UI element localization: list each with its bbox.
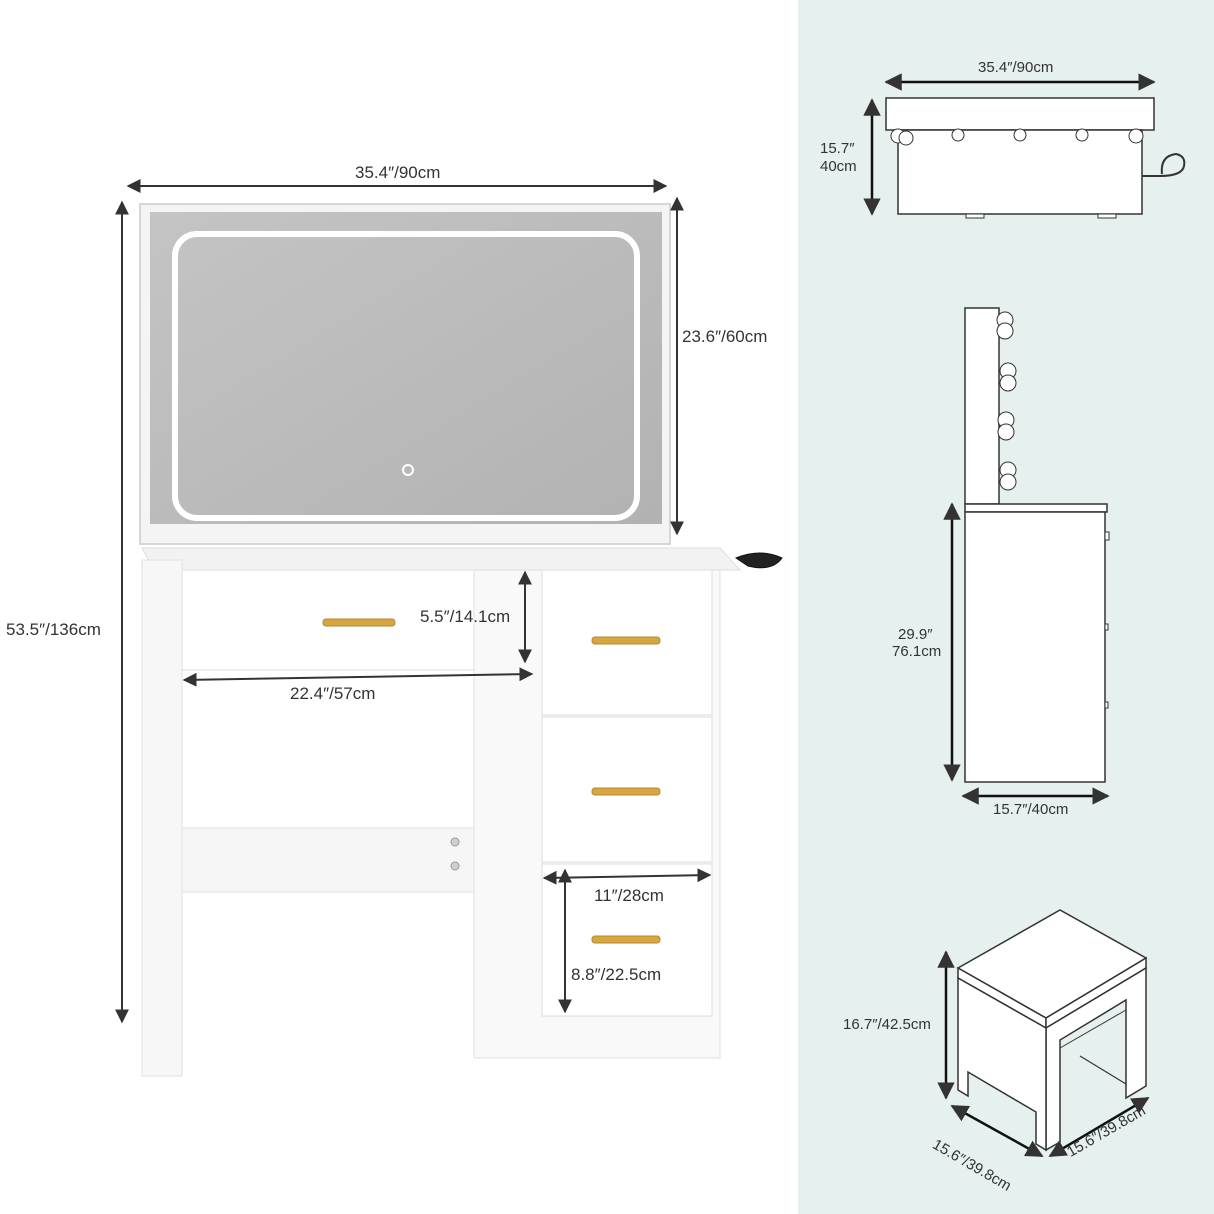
drawer-height-top-label: 5.5″/14.1cm xyxy=(420,607,511,626)
drawer-height-bottom-label: 8.8″/22.5cm xyxy=(571,965,662,984)
drawer-handle xyxy=(322,618,396,627)
drawer-handle xyxy=(591,787,661,796)
mirror-glass xyxy=(150,212,662,524)
vanity-width-label: 35.4″/90cm xyxy=(355,163,441,182)
stool-height-label: 16.7″/42.5cm xyxy=(843,1016,931,1033)
top-view xyxy=(863,73,1186,219)
drawer-handle xyxy=(591,935,661,944)
screw xyxy=(450,861,460,871)
left-leg xyxy=(141,559,183,1077)
side-height-in-label: 29.9″ xyxy=(898,626,933,643)
top-view-width-label: 35.4″/90cm xyxy=(978,59,1054,76)
side-hook xyxy=(734,552,783,569)
front-dimension-lines xyxy=(115,179,712,1024)
top-view-depth-cm-label: 40cm xyxy=(820,158,857,175)
mirror-height-label: 23.6″/60cm xyxy=(682,327,768,346)
total-height-label: 53.5″/136cm xyxy=(6,620,101,639)
led-light-strip xyxy=(172,231,640,521)
stool-view xyxy=(937,909,1150,1158)
drawer-handle xyxy=(591,636,661,645)
side-view xyxy=(943,307,1110,805)
drawer-width-label: 11″/28cm xyxy=(594,886,664,905)
support-bar xyxy=(181,827,475,893)
screw xyxy=(450,837,460,847)
top-view-depth-in-label: 15.7″ xyxy=(820,140,855,157)
side-height-cm-label: 76.1cm xyxy=(892,643,942,660)
side-depth-label: 15.7″/40cm xyxy=(993,801,1069,818)
vanity-front-view xyxy=(139,203,783,1077)
knee-space-width-label: 22.4″/57cm xyxy=(290,684,376,703)
touch-switch-icon xyxy=(402,464,414,476)
